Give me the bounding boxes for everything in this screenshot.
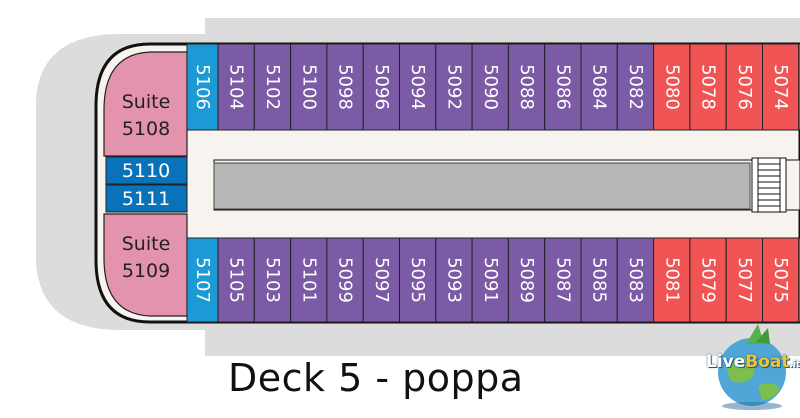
cabin-5103-label: 5103 bbox=[262, 257, 283, 303]
cabin-5091-label: 5091 bbox=[480, 257, 501, 303]
cabin-5075-cell bbox=[762, 237, 800, 323]
globe-icon bbox=[718, 324, 786, 410]
logo-text: LiveBoat.it bbox=[706, 352, 800, 372]
cabin-5101-cell bbox=[290, 237, 328, 323]
cabin-5094-cell bbox=[399, 43, 437, 131]
suite-5108-label-line1: Suite bbox=[122, 91, 171, 113]
cabin-5073-cell bbox=[798, 237, 800, 323]
cabin-5095-cell bbox=[399, 237, 437, 323]
cabin-5102-label: 5102 bbox=[262, 64, 283, 110]
cabin-5096-cell bbox=[362, 43, 401, 131]
cabin-5076-label: 5076 bbox=[734, 64, 755, 110]
cabin-5083-label: 5083 bbox=[625, 257, 646, 303]
cabin-5082-label: 5082 bbox=[625, 64, 646, 110]
cabin-5074-label: 5074 bbox=[770, 64, 791, 110]
cabin-5089-cell bbox=[507, 237, 546, 323]
suite-5109-label-line1: Suite bbox=[122, 233, 171, 255]
cabin-5094-label: 5094 bbox=[407, 64, 428, 110]
cabin-5097-cell bbox=[362, 237, 401, 323]
cabin-5089-label: 5089 bbox=[516, 257, 537, 303]
cabin-5111-label: 5111 bbox=[122, 188, 170, 210]
cabin-5092-label: 5092 bbox=[443, 64, 464, 110]
cabin-5100-label: 5100 bbox=[298, 64, 319, 110]
suite-5109-area bbox=[103, 213, 188, 317]
cabin-5080-label: 5080 bbox=[661, 64, 682, 110]
cabin-5087-cell bbox=[544, 237, 582, 323]
cabin-5072-cell bbox=[798, 43, 800, 131]
cabin-5077-cell bbox=[725, 237, 764, 323]
cabin-5075-label: 5075 bbox=[770, 257, 791, 303]
cabin-5110-cell bbox=[105, 156, 188, 185]
cabin-5085-label: 5085 bbox=[589, 257, 610, 303]
cabin-5085-cell bbox=[580, 237, 618, 323]
cabin-5080-cell bbox=[653, 43, 691, 131]
liveboat-logo: LiveBoat.it bbox=[706, 322, 800, 412]
cabin-5100-cell bbox=[290, 43, 328, 131]
suite-5108-area bbox=[103, 51, 188, 157]
cabin-5099-label: 5099 bbox=[335, 257, 356, 303]
cabin-5079-cell bbox=[689, 237, 727, 323]
cabin-5084-label: 5084 bbox=[589, 64, 610, 110]
deck-title: Deck 5 - poppa bbox=[228, 356, 524, 400]
cabin-5092-cell bbox=[435, 43, 473, 131]
cabin-5083-cell bbox=[616, 237, 655, 323]
cabin-5096-label: 5096 bbox=[371, 64, 392, 110]
cabin-5095-label: 5095 bbox=[407, 257, 428, 303]
cabin-5098-label: 5098 bbox=[335, 64, 356, 110]
cabin-5097-label: 5097 bbox=[371, 257, 392, 303]
cabin-5087-label: 5087 bbox=[552, 257, 573, 303]
cabin-5105-label: 5105 bbox=[226, 257, 247, 303]
cabin-5086-label: 5086 bbox=[552, 64, 573, 110]
central-casing bbox=[213, 162, 751, 210]
cabin-5074-cell bbox=[762, 43, 800, 131]
cabin-5101-label: 5101 bbox=[298, 257, 319, 303]
cabin-5078-label: 5078 bbox=[698, 64, 719, 110]
cabin-5077-label: 5077 bbox=[734, 257, 755, 303]
cabin-5104-cell bbox=[217, 43, 255, 131]
suite-5108-label-line2: 5108 bbox=[122, 118, 170, 140]
cabin-5079-label: 5079 bbox=[698, 257, 719, 303]
cabin-5103-cell bbox=[253, 237, 292, 323]
cabin-5093-cell bbox=[435, 237, 473, 323]
cabin-5088-label: 5088 bbox=[516, 64, 537, 110]
cabin-5107-cell bbox=[186, 237, 219, 323]
cabin-5093-label: 5093 bbox=[443, 257, 464, 303]
cabin-5082-cell bbox=[616, 43, 655, 131]
cabin-5081-label: 5081 bbox=[661, 257, 682, 303]
cabin-5090-cell bbox=[471, 43, 509, 131]
cabin-5084-cell bbox=[580, 43, 618, 131]
logo-text-boat: Boat bbox=[745, 352, 790, 372]
cabin-row-top: 5106 5104 5102 5100 5098 5096 5094 5092 5090 5088… bbox=[186, 43, 800, 131]
cabin-5110-label: 5110 bbox=[122, 160, 170, 182]
cabin-5099-cell bbox=[326, 237, 364, 323]
cabin-5078-cell bbox=[689, 43, 727, 131]
cabin-5090-label: 5090 bbox=[480, 64, 501, 110]
cabin-5107-label: 5107 bbox=[192, 257, 213, 303]
cabin-row-bottom: 5107 5105 5103 5101 5099 5097 5095 5093 5091 5089… bbox=[186, 237, 800, 323]
cabin-5104-label: 5104 bbox=[226, 64, 247, 110]
suite-5109-label-line2: 5109 bbox=[122, 260, 170, 282]
cabin-5111-cell bbox=[105, 184, 188, 213]
stairs-icon bbox=[751, 157, 787, 213]
cabin-5102-cell bbox=[253, 43, 292, 131]
logo-text-live: Live bbox=[706, 352, 746, 372]
logo-text-suffix: .it bbox=[789, 360, 800, 370]
cabin-5106-label: 5106 bbox=[192, 64, 213, 110]
